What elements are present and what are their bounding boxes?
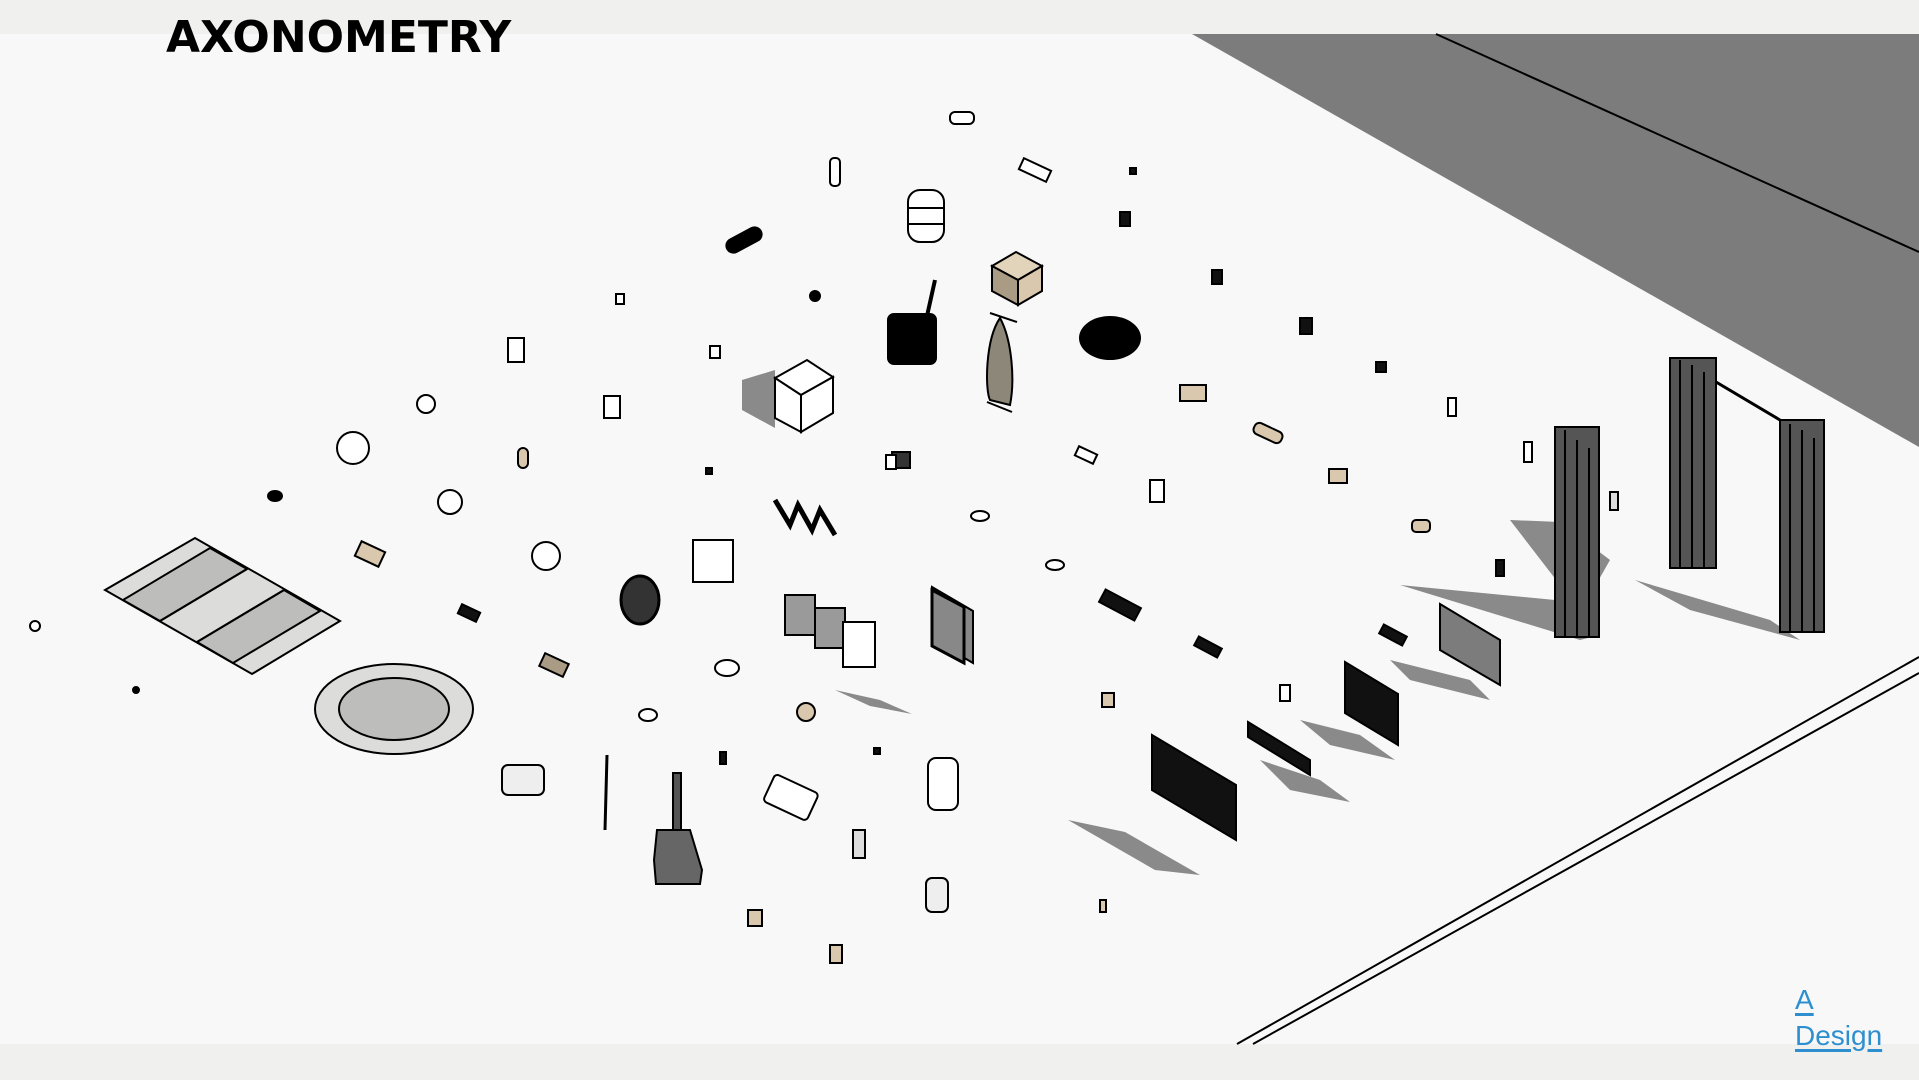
laundry-bins <box>692 539 876 668</box>
roller-blinds <box>931 585 1501 842</box>
round-rug <box>314 663 474 755</box>
black-suitcase <box>887 279 937 365</box>
clothes-hangers <box>772 498 838 537</box>
bottom-band <box>0 1044 1919 1080</box>
wall-edge-line <box>1435 33 1919 253</box>
floor-edge-line-1 <box>1236 656 1919 1045</box>
upright-vacuum <box>652 772 704 885</box>
top-band <box>0 0 1919 34</box>
brand-logo[interactable]: A Design <box>1795 982 1882 1054</box>
floor-edge-line-2 <box>1252 672 1919 1045</box>
beige-box <box>989 250 1045 307</box>
storage-drawer-stack <box>742 358 835 434</box>
logo-line-1: A <box>1795 984 1814 1015</box>
blackout-curtains <box>1554 357 1825 638</box>
striped-rug <box>102 536 342 676</box>
cast-shadows <box>745 405 1800 875</box>
small-accessories <box>29 111 1619 964</box>
duffel-bag <box>1079 316 1141 360</box>
wall-plane <box>1192 34 1919 447</box>
logo-line-2: Design <box>1795 1020 1883 1051</box>
wall-clock <box>619 574 661 626</box>
ironing-board <box>986 312 1018 413</box>
wall-mirror <box>930 587 966 666</box>
water-jug <box>907 189 945 243</box>
white-panel <box>927 757 959 811</box>
stick-vacuum <box>603 754 609 831</box>
page-title: AXONOMETRY <box>166 12 512 63</box>
